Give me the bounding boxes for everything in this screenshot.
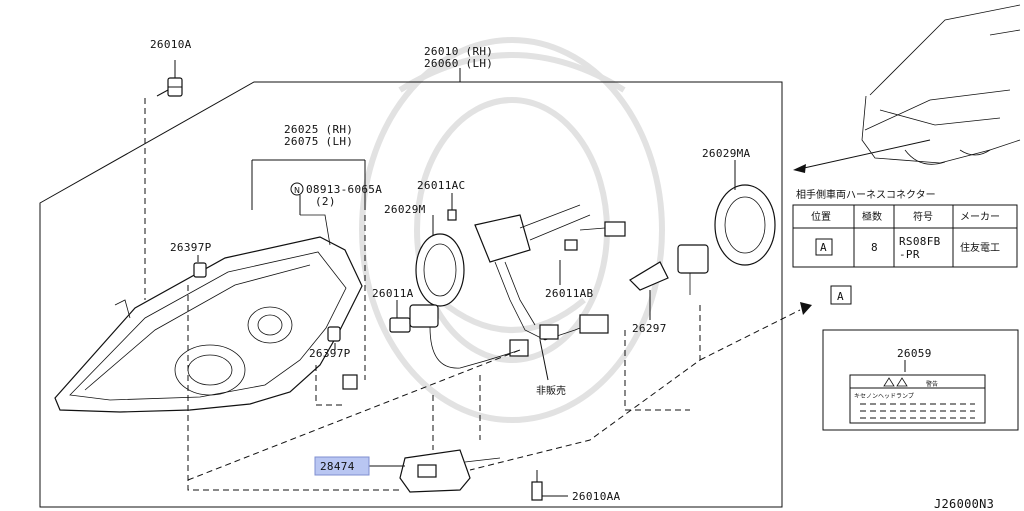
label-26075-lh: 26075 (LH) — [284, 135, 353, 148]
label-26059: 26059 — [897, 347, 932, 360]
label-08913-qty: (2) — [315, 195, 336, 208]
table-cell-poles: 8 — [871, 241, 878, 254]
connector-table-title: 相手側車両ハーネスコネクター — [796, 188, 936, 201]
label-26297: 26297 — [632, 322, 667, 335]
connector-table — [792, 204, 1018, 268]
label-26010a: 26010A — [150, 38, 192, 51]
table-header-maker: メーカー — [960, 211, 1000, 223]
label-n-circle: N — [294, 186, 300, 195]
headlamp-housing — [54, 214, 363, 413]
ring-26029m — [415, 233, 465, 307]
label-26025-rh: 26025 (RH) — [284, 123, 353, 136]
dashed-guides — [187, 215, 801, 491]
assembly-frame — [39, 81, 783, 508]
label-26010-rh: 26010 (RH) — [424, 45, 493, 58]
label-26059-box — [822, 329, 1019, 431]
bulb-26297 — [629, 244, 709, 295]
table-header-poles: 極数 — [862, 210, 882, 223]
label-26060-lh: 26060 (LH) — [424, 57, 493, 70]
bolt-26010aa — [531, 470, 543, 501]
table-header-code: 符号 — [913, 210, 933, 223]
table-header-position: 位置 — [811, 210, 831, 223]
highlight-28474 — [314, 456, 370, 476]
bulb-26397p-top — [193, 262, 207, 278]
screw-26010a — [156, 60, 183, 97]
label-26029ma: 26029MA — [702, 147, 751, 160]
warning-word: 警告 — [926, 380, 938, 388]
ref-a-box — [830, 285, 852, 305]
label-26011ac: 26011AC — [417, 179, 465, 192]
leader-lines — [197, 68, 906, 497]
table-cell-code-1: RS08FB — [899, 235, 941, 248]
arrow-to-a — [800, 302, 812, 315]
n-circle — [290, 182, 304, 196]
bulb-26397p-bottom — [327, 326, 341, 342]
warning-subtitle: キセノンヘッドランプ — [854, 393, 914, 400]
label-28474: 28474 — [320, 460, 355, 473]
label-not-for-sale: 非販売 — [536, 384, 566, 397]
label-26010aa: 26010AA — [572, 490, 621, 503]
label-26397p-top: 26397P — [170, 241, 212, 254]
table-cell-code-2: -PR — [899, 248, 920, 261]
label-26011ab: 26011AB — [545, 287, 594, 300]
ring-26029ma — [714, 184, 776, 266]
label-ref-a: A — [837, 290, 844, 303]
label-26397p-bottom: 26397P — [309, 347, 351, 360]
label-26011a: 26011A — [372, 287, 414, 300]
label-26029m: 26029M — [384, 203, 426, 216]
vehicle-sketch — [793, 4, 1021, 173]
ballast-28474 — [399, 449, 501, 493]
bulb-26011ac — [447, 209, 457, 221]
bulb-26011a — [389, 304, 521, 369]
table-cell-maker: 住友電工 — [960, 241, 1000, 254]
label-08913: 08913-6065A — [306, 183, 382, 196]
drawing-number: J26000N3 — [934, 497, 994, 511]
table-cell-position: A — [820, 241, 827, 254]
